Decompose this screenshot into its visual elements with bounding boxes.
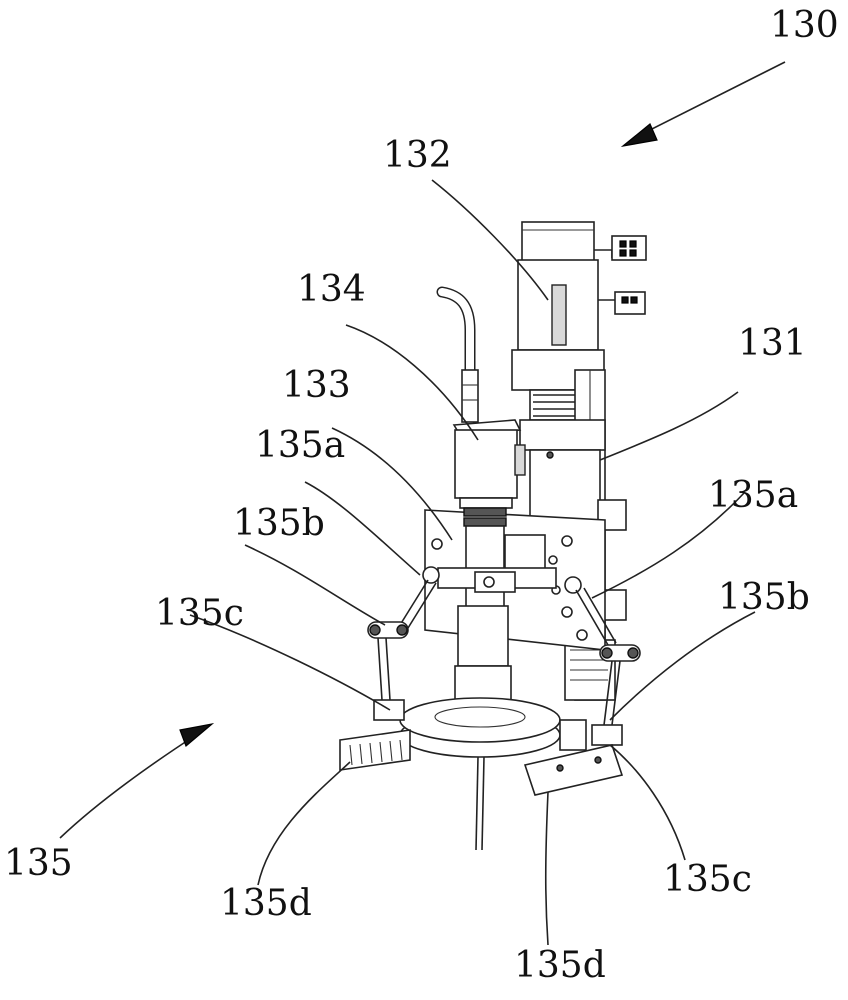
label-134: 134 — [297, 269, 366, 310]
label-133: 133 — [282, 365, 351, 406]
label-131: 131 — [738, 323, 807, 364]
label-135a-left: 135a — [255, 425, 346, 466]
arrow-135 — [59, 722, 215, 839]
label-135c-right: 135c — [663, 859, 752, 900]
label-130: 130 — [770, 5, 839, 46]
label-135a-right: 135a — [708, 475, 799, 516]
leader-lines — [189, 179, 756, 946]
arrow-130 — [620, 61, 786, 147]
right-linkage — [523, 576, 641, 796]
ring-light — [399, 697, 561, 851]
lens-tube-133 — [437, 507, 557, 717]
label-135b-right: 135b — [718, 577, 810, 618]
camera-cable — [436, 286, 479, 426]
label-135: 135 — [4, 843, 73, 884]
label-135c-left: 135c — [155, 593, 244, 634]
label-135d-left: 135d — [220, 883, 312, 924]
camera-134 — [452, 419, 526, 509]
label-135d-bottom: 135d — [514, 945, 606, 986]
label-132: 132 — [383, 135, 452, 176]
label-135b-left: 135b — [233, 503, 325, 544]
left-linkage — [339, 566, 440, 771]
